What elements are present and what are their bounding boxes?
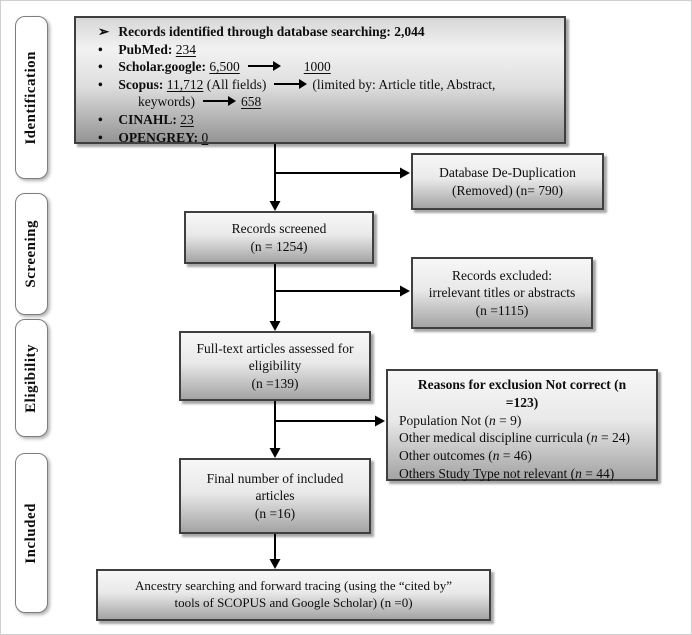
arrow-right-icon xyxy=(247,61,281,72)
reasons-title: Reasons for exclusion Not correct (n xyxy=(417,377,627,392)
arrow-right-icon xyxy=(203,96,236,107)
source-label: OPENGREY: xyxy=(118,129,199,145)
search-line-cinahl: • CINAHL: 23 xyxy=(76,111,558,129)
arrowhead-down-icon xyxy=(269,321,281,331)
source-count: 11,712 xyxy=(166,76,204,92)
box-line: (n = 1254) xyxy=(250,238,308,254)
box-records-identified: ➢ Records identified through database se… xyxy=(74,16,566,147)
reason-item: Other outcomes (n = 46) xyxy=(399,448,532,464)
arrowhead-bullet-icon: ➢ xyxy=(98,24,110,39)
search-header-line: ➢ Records identified through database se… xyxy=(76,23,558,41)
bullet-icon: • xyxy=(98,76,103,92)
arrowhead-right-icon xyxy=(400,285,410,297)
box-exclusion-reasons: Reasons for exclusion Not correct (n =12… xyxy=(386,369,658,481)
stage-label-text: Included xyxy=(23,502,39,564)
reasons-title: =123) xyxy=(505,394,539,410)
limit-note-wrap: keywords) xyxy=(138,94,195,110)
bullet-icon: • xyxy=(98,129,103,145)
search-line-scopus-wrap: keywords) 658 xyxy=(76,93,558,111)
reason-item: Other medical discipline curricula (n = … xyxy=(399,430,631,446)
box-line: (n =1115) xyxy=(475,302,529,318)
box-line: Records excluded: xyxy=(451,267,553,283)
source-count: 234 xyxy=(175,41,196,57)
arrowhead-right-icon xyxy=(375,415,385,427)
arrowhead-right-icon xyxy=(400,167,410,179)
box-line: Database De-Duplication xyxy=(439,164,576,180)
search-line-pubmed: • PubMed: 234 xyxy=(76,41,558,59)
reason-item: Population Not (n = 9) xyxy=(399,412,522,428)
box-line: (n =139) xyxy=(251,375,299,391)
box-ancestry-search: Ancestry searching and forward tracing (… xyxy=(96,569,491,621)
box-line: tools of SCOPUS and Google Scholar) (n =… xyxy=(174,595,413,610)
stage-label-screening: Screening xyxy=(15,193,48,315)
search-header-text: Records identified through database sear… xyxy=(118,24,425,39)
reason-item: Others Study Type not relevant (n = 44) xyxy=(399,465,615,481)
source-label: CINAHL: xyxy=(118,111,177,127)
source-label: PubMed: xyxy=(118,41,173,57)
box-line: Full-text articles assessed for xyxy=(196,340,354,356)
source-count: 6,500 xyxy=(209,59,240,75)
box-fulltext-eligibility: Full-text articles assessed for eligibil… xyxy=(179,331,371,401)
search-line-scholar: • Scholar.google: 6,500 1000 xyxy=(76,58,558,76)
filtered-count: 1000 xyxy=(303,59,331,75)
bullet-icon: • xyxy=(98,41,103,57)
source-note: (All fields) xyxy=(206,76,267,92)
arrowhead-down-icon xyxy=(269,201,281,211)
stage-label-included: Included xyxy=(15,453,48,613)
bullet-icon: • xyxy=(98,59,103,75)
box-final-included: Final number of included articles (n =16… xyxy=(179,458,371,534)
box-records-screened: Records screened (n = 1254) xyxy=(184,211,374,264)
source-label: Scopus: xyxy=(118,76,164,92)
source-count: 23 xyxy=(180,111,194,127)
stage-label-text: Eligibility xyxy=(23,343,39,413)
arrowhead-down-icon xyxy=(269,448,281,458)
box-line: Records screened xyxy=(231,220,327,236)
box-line: articles xyxy=(255,488,295,504)
stage-label-identification: Identification xyxy=(15,16,48,179)
source-count: 0 xyxy=(201,129,209,145)
box-line: (n =16) xyxy=(254,505,296,521)
search-line-scopus: • Scopus: 11,712 (All fields) (limited by… xyxy=(76,76,558,94)
box-records-excluded: Records excluded: irrelevant titles or a… xyxy=(411,257,593,329)
filtered-count: 658 xyxy=(241,94,262,110)
stage-label-eligibility: Eligibility xyxy=(15,319,48,437)
search-line-opengrey: • OPENGREY: 0 xyxy=(76,129,558,147)
stage-label-text: Screening xyxy=(23,220,39,288)
source-label: Scholar.google: xyxy=(118,59,206,75)
box-dedup: Database De-Duplication (Removed) (n= 79… xyxy=(411,153,604,210)
limit-note: (limited by: Article title, Abstract, xyxy=(312,76,496,92)
arrow-right-icon xyxy=(274,78,308,89)
box-line: Ancestry searching and forward tracing (… xyxy=(135,578,452,594)
box-line: Final number of included xyxy=(206,470,344,486)
bullet-icon: • xyxy=(98,111,103,127)
box-line: eligibility xyxy=(248,358,302,374)
box-line: (Removed) (n= 790) xyxy=(451,182,564,198)
stage-label-text: Identification xyxy=(23,50,39,145)
arrowhead-down-icon xyxy=(269,559,281,569)
box-line: irrelevant titles or abstracts xyxy=(428,285,576,301)
